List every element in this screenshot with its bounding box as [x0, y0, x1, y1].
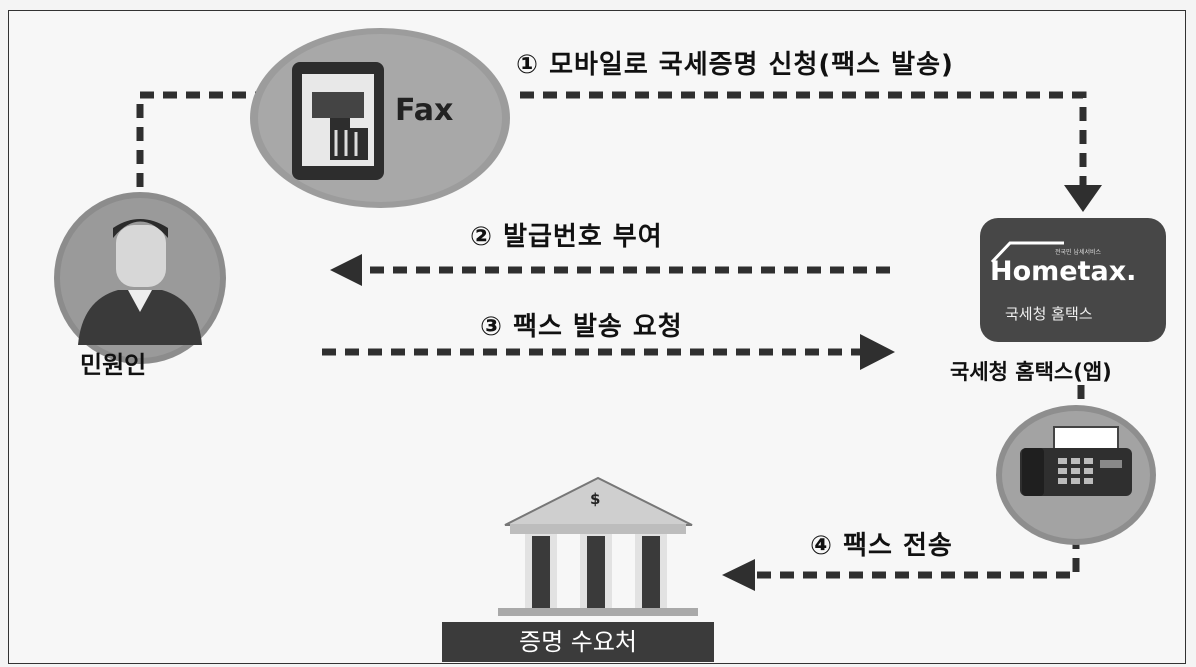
hometax-logo-tagline: 전국민 납세서비스 [1055, 249, 1102, 256]
arrow-head-left-step2 [330, 254, 362, 286]
arrow-head-right-step3 [860, 334, 895, 370]
fax-mobile-icon [250, 28, 510, 208]
arrow-head-down [1064, 185, 1102, 212]
bank-dollar-symbol: $ [590, 490, 601, 508]
hometax-logo-subtitle: 국세청 홈택스 [1005, 305, 1093, 323]
step-4-label: ④ 팩스 전송 [810, 531, 953, 561]
applicant-avatar-icon [54, 192, 226, 364]
step-1-label: ① 모바일로 국세증명 신청(팩스 발송) [516, 50, 954, 80]
connector-fax-to-hometax [520, 91, 1087, 185]
recipient-label: 증명 수요처 [442, 622, 714, 662]
step-3-label: ③ 팩스 발송 요청 [480, 312, 683, 342]
step-2-label: ② 발급번호 부여 [470, 222, 663, 252]
connector-fax-to-recipient [755, 535, 1080, 579]
arrow-head-left-step4 [722, 559, 755, 591]
hometax-label: 국세청 홈택스(앱) [950, 360, 1112, 384]
hometax-app-icon [980, 218, 1166, 342]
fax-icon-label: Fax [395, 93, 454, 128]
hometax-logo-brand: Hometax. [990, 256, 1137, 287]
fax-machine-icon [996, 405, 1156, 545]
connector-applicant-to-fax [136, 91, 262, 210]
applicant-label: 민원인 [80, 351, 147, 379]
bank-building-icon [498, 476, 698, 616]
